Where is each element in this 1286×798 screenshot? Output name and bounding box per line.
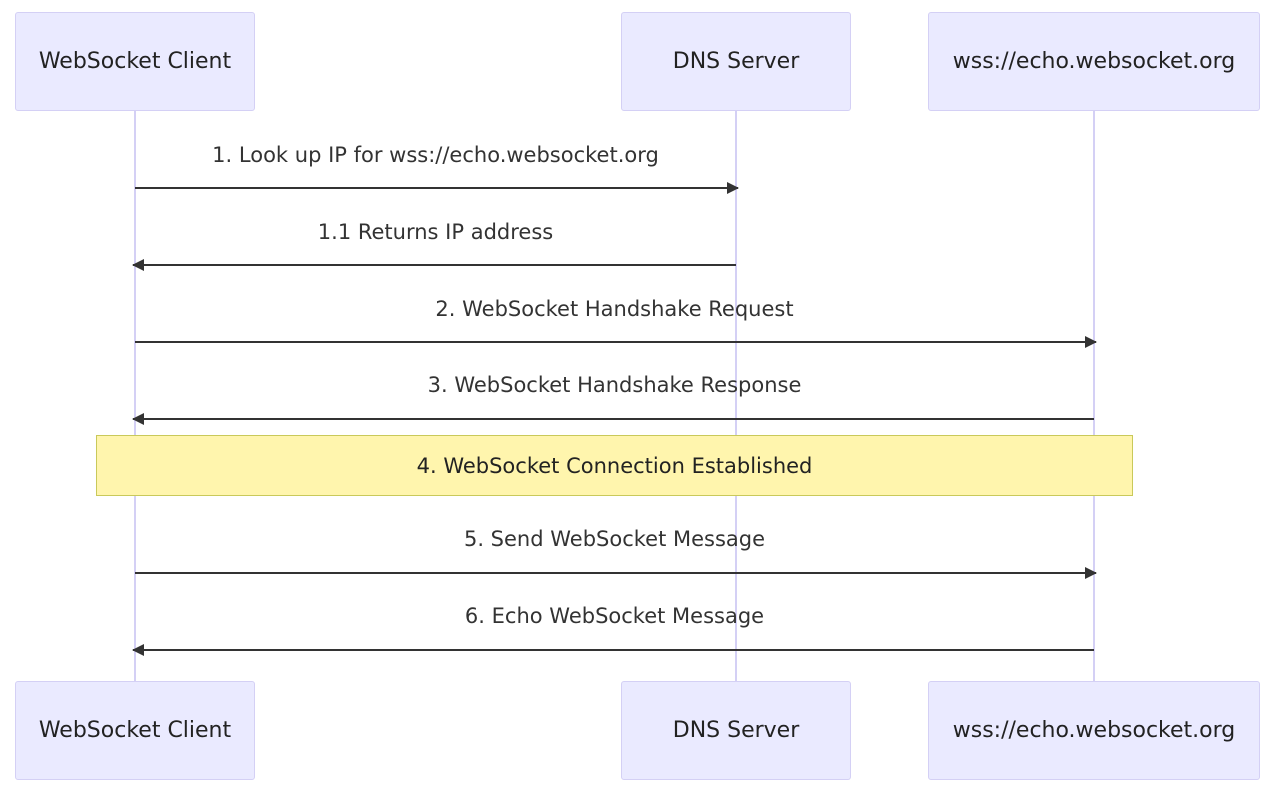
actor-dns-server-top: DNS Server	[621, 12, 851, 111]
actor-websocket-client-top: WebSocket Client	[15, 12, 255, 111]
message-label-returns-ip: 1.1 Returns IP address	[317, 220, 554, 244]
message-label-handshake-request: 2. WebSocket Handshake Request	[435, 297, 794, 321]
message-label-lookup-ip: 1. Look up IP for wss://echo.websocket.o…	[212, 143, 659, 167]
actor-websocket-client-bottom: WebSocket Client	[15, 681, 255, 780]
message-label-handshake-response: 3. WebSocket Handshake Response	[427, 373, 802, 397]
actor-echo-server-bottom: wss://echo.websocket.org	[928, 681, 1260, 780]
message-label-echo-message: 6. Echo WebSocket Message	[464, 604, 765, 628]
note-connection-established: 4. WebSocket Connection Established	[96, 435, 1133, 496]
actor-dns-server-bottom: DNS Server	[621, 681, 851, 780]
actor-echo-server-top: wss://echo.websocket.org	[928, 12, 1260, 111]
message-label-send-message: 5. Send WebSocket Message	[463, 527, 766, 551]
